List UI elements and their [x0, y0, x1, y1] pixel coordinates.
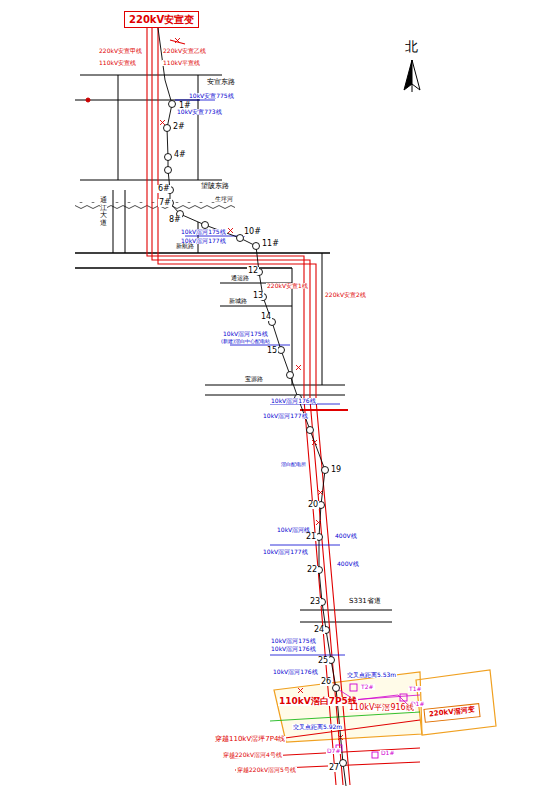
- node-text: 220kV滘河变: [429, 707, 475, 719]
- map-label: 通运路: [230, 275, 250, 281]
- map-label: 220kV安宣甲线: [98, 48, 143, 54]
- map-label: 穿越220kV滘河4号线: [222, 752, 283, 758]
- map-label: 110kV滘白7P5线: [278, 697, 358, 706]
- map-label: 穿越220kV滘河5号线: [236, 767, 297, 773]
- map-label: 6#: [157, 185, 171, 193]
- map-label: 110kV平滘916线: [348, 704, 415, 712]
- map-label: D7#: [326, 748, 341, 754]
- map-label: 10kV滘河176线: [272, 669, 319, 675]
- map-label: 10kV滘河176线: [270, 646, 317, 652]
- map-label: D1#: [380, 750, 395, 756]
- map-label: 10kV滘河175线: [222, 331, 269, 337]
- map-label: 19: [330, 466, 342, 474]
- map-label: 220kV安宣乙线: [162, 48, 207, 54]
- map-label: 400V线: [334, 533, 358, 539]
- map-label: 220kV安宣1线: [266, 283, 309, 289]
- map-label: 7#: [158, 199, 172, 207]
- map-label: 110kV安宣线: [98, 60, 137, 66]
- map-label: 26: [320, 678, 332, 686]
- map-label: 24: [313, 626, 325, 634]
- map-label: 14: [260, 313, 272, 321]
- map-label: 11#: [261, 240, 280, 248]
- map-label: T2#: [360, 684, 375, 690]
- map-label: 220kV安宣2线: [324, 292, 367, 298]
- map-label: 滘白配电所: [280, 462, 307, 467]
- map-label: 交叉点距离5.92m: [292, 724, 343, 730]
- map-label: 10kV滘河177线: [262, 413, 309, 419]
- map-label: 生坪河: [214, 196, 234, 202]
- map-label: 交叉点距离5.53m: [346, 672, 397, 678]
- substation-box: 220kV安宣变: [124, 11, 199, 28]
- map-label: 4#: [173, 151, 187, 159]
- map-label: 新城路: [228, 298, 248, 304]
- map-label: T1#: [408, 686, 423, 692]
- map-label: 20: [307, 501, 319, 509]
- map-label: 15: [266, 347, 278, 355]
- map-label: 望陂东路: [200, 183, 230, 190]
- map-label: 8#: [168, 216, 182, 224]
- map-label: 穿越110kV滘坪7P4线: [214, 736, 286, 743]
- node-text: 220kV安宣变: [129, 14, 194, 25]
- map-label: 13: [252, 292, 264, 300]
- map-label: 110kV平宣线: [162, 60, 201, 66]
- map-label: 21: [305, 533, 317, 541]
- map-label: 400V线: [336, 561, 360, 567]
- map-label: 新航路: [175, 243, 195, 249]
- map-label: 10kV安宣773线: [176, 109, 223, 115]
- map-label: 10#: [243, 228, 262, 236]
- map-label: 25: [317, 657, 329, 665]
- map-label: 安宣东路: [206, 79, 236, 86]
- map-label: 10kV安宣775线: [188, 93, 235, 99]
- map-label: 北: [404, 40, 419, 53]
- map-label: 27: [328, 764, 340, 772]
- road-name: 通江大道: [100, 196, 107, 229]
- map-label: (新建)滘白中心配电站: [220, 339, 271, 344]
- map-label: 12: [247, 267, 259, 275]
- map-label: 23: [309, 598, 321, 606]
- map-label: 22: [306, 566, 318, 574]
- map-label: 10kV滘河175线: [270, 638, 317, 644]
- map-label: 10kV滘河175线: [180, 229, 227, 235]
- map-label: 2#: [172, 123, 186, 131]
- substation-box: 220kV滘河变: [423, 703, 480, 722]
- map-label: 10kV滘河177线: [262, 549, 309, 555]
- map-label: S331省道: [348, 598, 382, 605]
- map-label: 宝源路: [244, 376, 264, 382]
- map-label: 10kV滘河176线: [270, 398, 317, 404]
